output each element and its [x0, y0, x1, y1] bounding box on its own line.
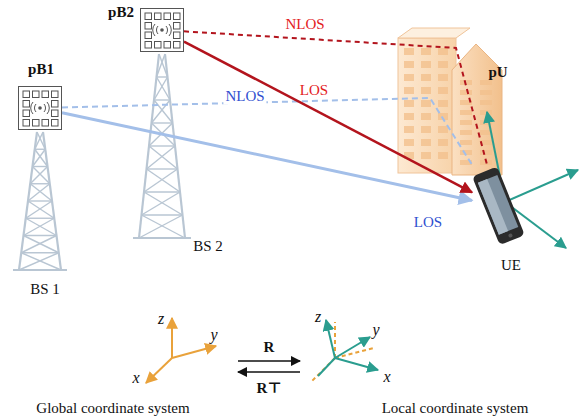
antenna-array [140, 8, 184, 52]
window [404, 126, 414, 133]
base-station-array: pB2BS 2 [140, 8, 184, 52]
rotation-symbol: R [264, 339, 275, 356]
window [438, 61, 448, 68]
tower [13, 132, 67, 270]
node-name: BS 2 [193, 238, 223, 255]
window [460, 140, 472, 145]
nlos-path [184, 31, 487, 165]
phone-icon [472, 165, 524, 247]
window [480, 100, 492, 105]
axis-label: x [383, 368, 390, 385]
window [421, 100, 431, 107]
window [404, 100, 414, 107]
window [421, 48, 431, 55]
window [404, 87, 414, 94]
window [460, 110, 472, 115]
building [398, 28, 502, 175]
axis-label: y [210, 326, 217, 343]
window [404, 139, 414, 146]
window [438, 139, 448, 146]
rotation-arrows [238, 361, 300, 372]
global-axes [146, 318, 216, 383]
window [404, 48, 414, 55]
window [404, 113, 414, 120]
window [460, 130, 472, 135]
tower [133, 54, 191, 238]
path-label: NLOS [223, 88, 266, 105]
window [438, 48, 448, 55]
window [404, 61, 414, 68]
position-symbol: pU [488, 64, 507, 81]
window [480, 80, 492, 85]
window [404, 74, 414, 81]
window [421, 74, 431, 81]
los-path [62, 113, 472, 201]
window [460, 90, 472, 95]
window [421, 113, 431, 120]
window [460, 120, 472, 125]
path-label: LOS [412, 214, 444, 231]
axis-label: y [372, 321, 379, 338]
window [421, 126, 431, 133]
window [421, 87, 431, 94]
position-symbol: pB2 [108, 4, 134, 21]
window [421, 139, 431, 146]
window [480, 110, 492, 115]
window [480, 90, 492, 95]
path-label: LOS [298, 82, 330, 99]
caption-text: Local coordinate system [382, 400, 529, 417]
axis-label: z [158, 310, 164, 327]
antenna-array [18, 86, 62, 130]
window [438, 126, 448, 133]
axis-label: z [315, 308, 321, 325]
window [438, 87, 448, 94]
node-name: BS 1 [30, 281, 60, 298]
window [438, 152, 448, 159]
position-symbol: pB1 [28, 61, 54, 78]
user-equipment: pUUE [472, 165, 524, 247]
window [438, 100, 448, 107]
node-name: UE [501, 257, 521, 274]
window [438, 74, 448, 81]
local-axes [311, 320, 378, 382]
caption-text: Global coordinate system [36, 400, 189, 417]
window [480, 150, 492, 155]
base-station-array: pB1BS 1 [18, 86, 62, 130]
nlos-path [62, 98, 472, 165]
path-label: NLOS [283, 16, 326, 33]
rotation-symbol: R⊤ [256, 380, 281, 397]
window [421, 61, 431, 68]
window [421, 152, 431, 159]
los-path [184, 42, 472, 193]
axis-label: x [132, 369, 139, 386]
